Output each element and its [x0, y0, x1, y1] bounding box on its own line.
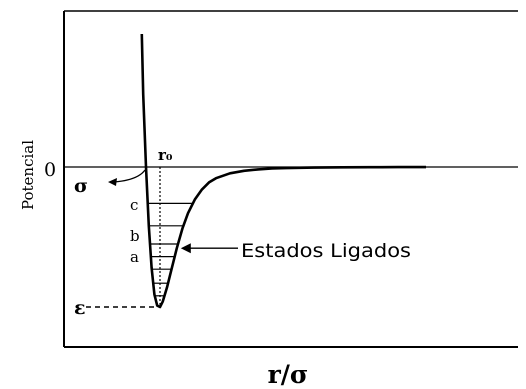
sigma-arrow-line — [113, 169, 146, 183]
annotation-arrows — [108, 169, 238, 254]
zero-tick-label: 0 — [44, 159, 56, 181]
sigma-label: σ — [74, 175, 88, 197]
state-label-a: a — [130, 248, 139, 266]
guide-lines — [86, 167, 161, 308]
plot-frame — [63, 10, 518, 348]
r0-label: r₀ — [158, 146, 173, 164]
bound-states-label: Estados Ligados — [241, 240, 411, 262]
potential-curve — [140, 33, 426, 309]
state-label-b: b — [130, 227, 140, 245]
bound-states-arrowhead — [180, 243, 191, 254]
y-axis-label: Potencial — [19, 140, 37, 210]
epsilon-label: ε — [74, 297, 86, 319]
state-label-c: c — [130, 196, 138, 214]
sigma-arrowhead — [108, 178, 117, 186]
x-axis-label: r/σ — [268, 360, 309, 389]
curve-layer — [140, 33, 426, 309]
